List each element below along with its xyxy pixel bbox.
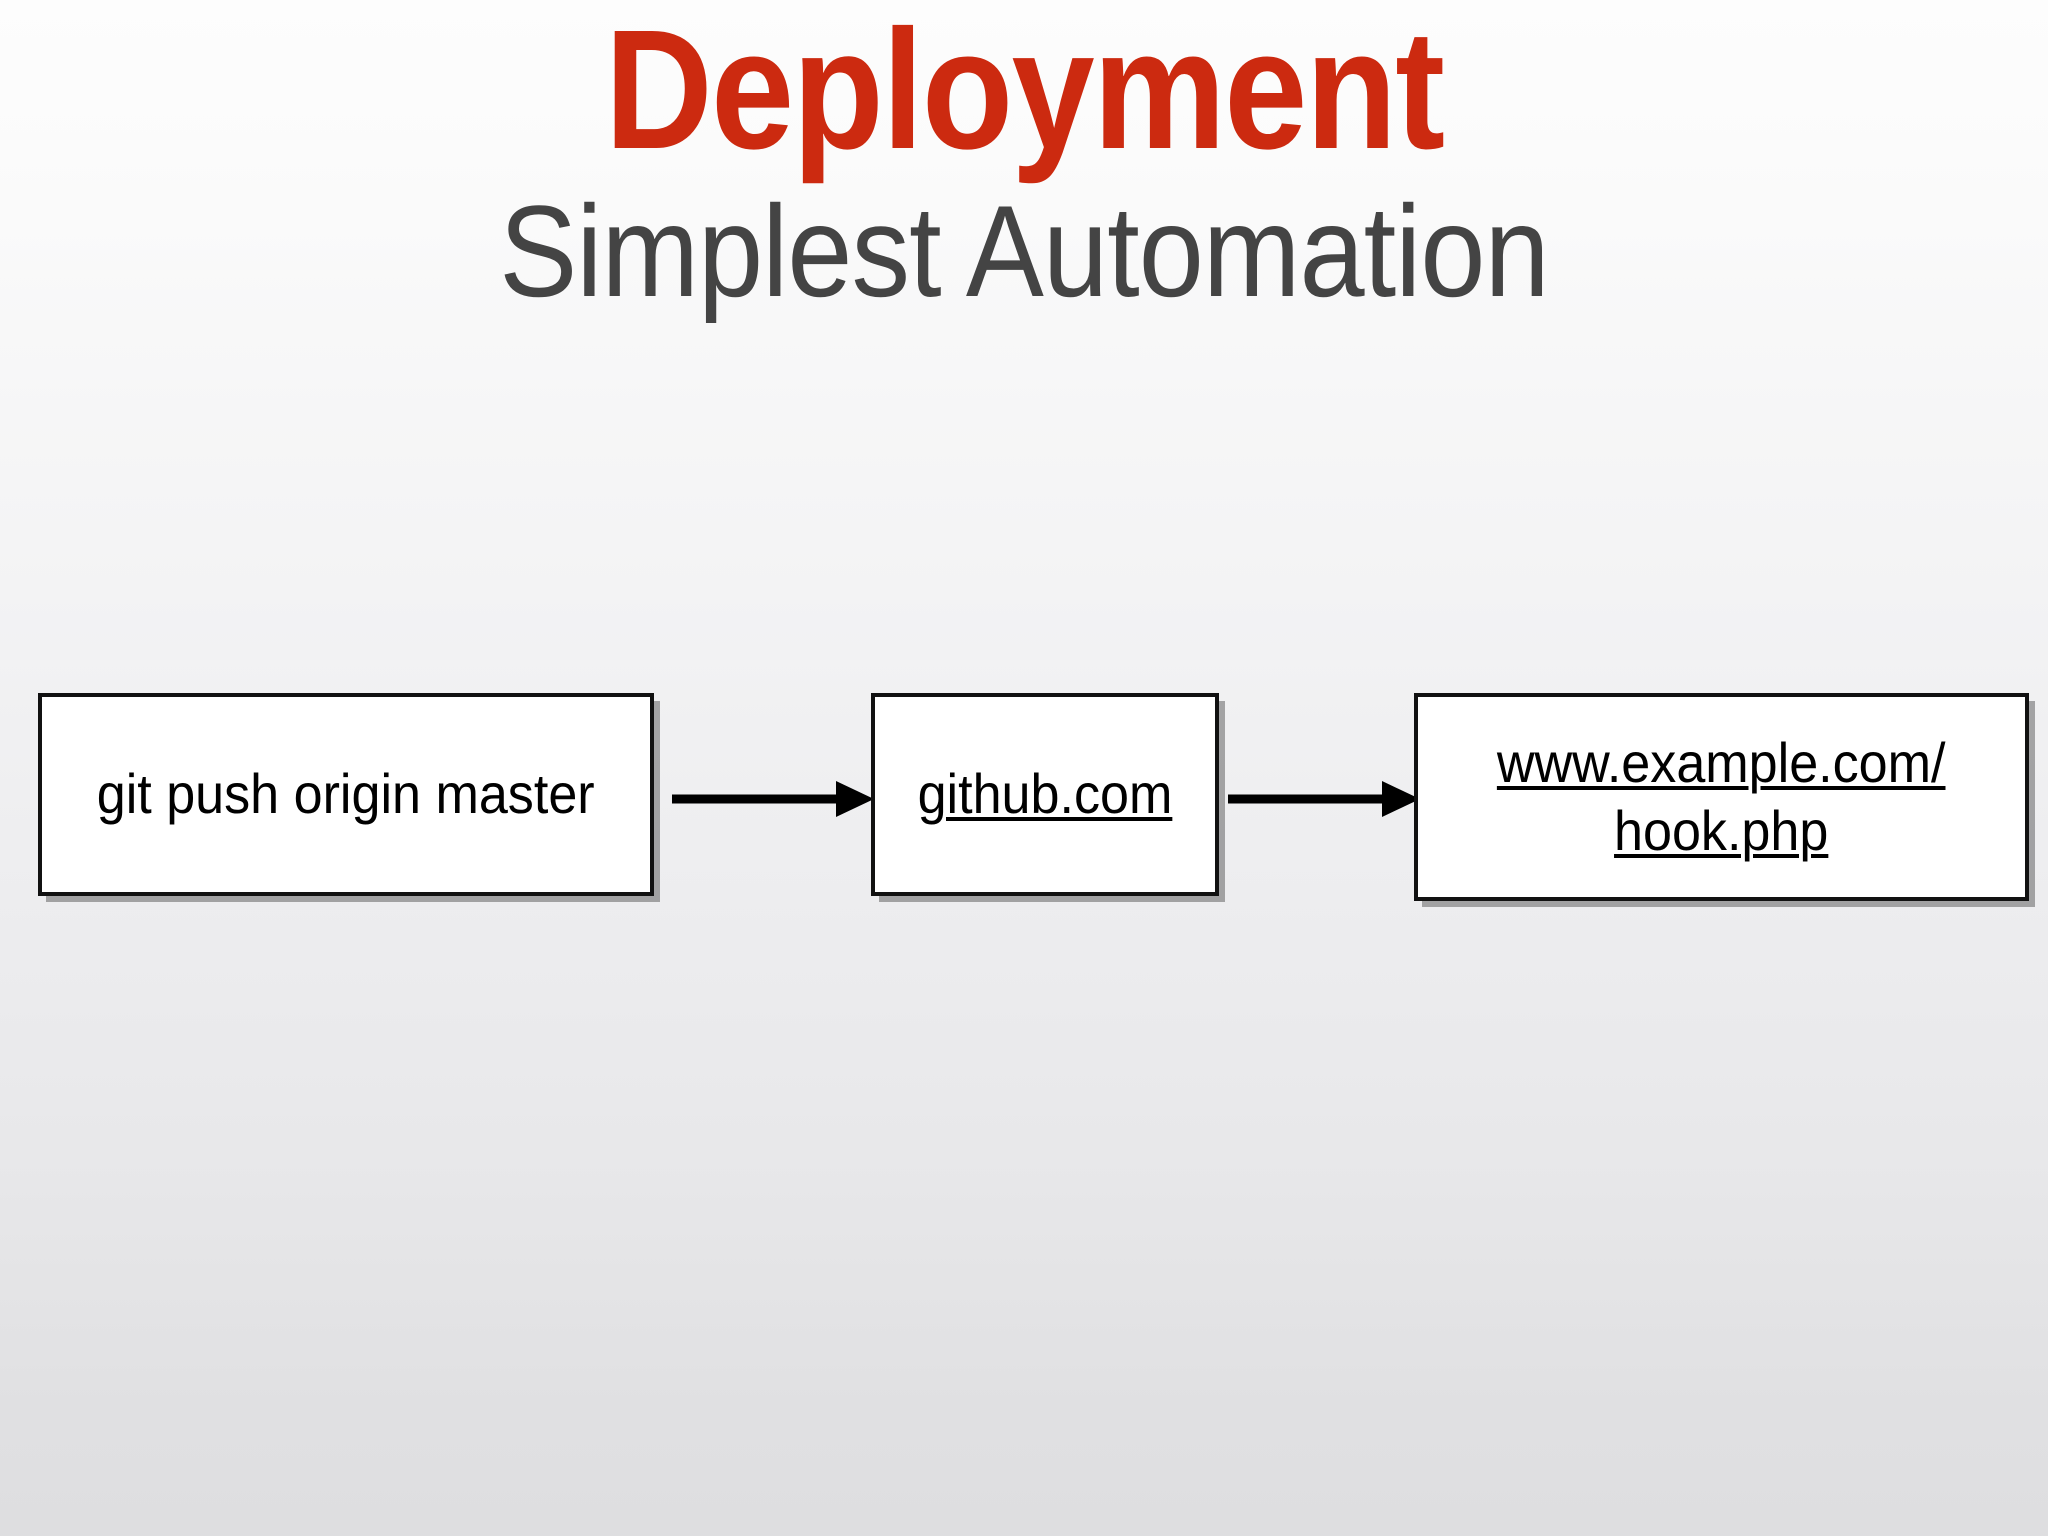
flow-node-hook-label[interactable]: www.example.com/ hook.php <box>1497 730 1946 862</box>
flow-arrow-github-to-hook <box>1228 781 1420 817</box>
page-title: Deployment <box>604 0 1445 185</box>
flow-node-command: git push origin master <box>38 693 654 896</box>
page-subtitle: Simplest Automation <box>499 178 1549 325</box>
flow-node-github: github.com <box>871 693 1219 896</box>
flow-arrow-command-to-github <box>672 781 874 817</box>
flow-node-hook: www.example.com/ hook.php <box>1414 693 2029 901</box>
flow-node-command-label: git push origin master <box>97 762 595 826</box>
flow-node-github-label[interactable]: github.com <box>917 762 1173 826</box>
title-block: Deployment Simplest Automation <box>0 0 2048 320</box>
